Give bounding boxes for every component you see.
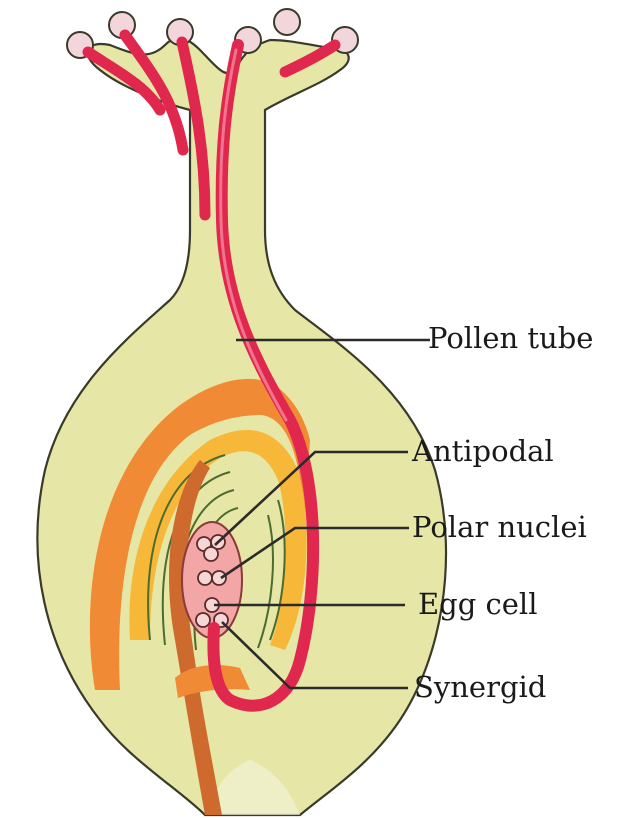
- label-synergid: Synergid: [414, 670, 546, 704]
- polar-nucleus: [212, 571, 226, 585]
- polar-nucleus: [198, 571, 212, 585]
- pollen-grain-icon: [274, 9, 300, 35]
- label-antipodal: Antipodal: [411, 434, 554, 468]
- label-pollen-tube: Pollen tube: [428, 321, 593, 355]
- label-egg-cell: Egg cell: [418, 587, 537, 621]
- label-polar-nuclei: Polar nuclei: [412, 510, 587, 544]
- synergid-cell: [196, 613, 210, 627]
- antipodal-cell: [204, 547, 218, 561]
